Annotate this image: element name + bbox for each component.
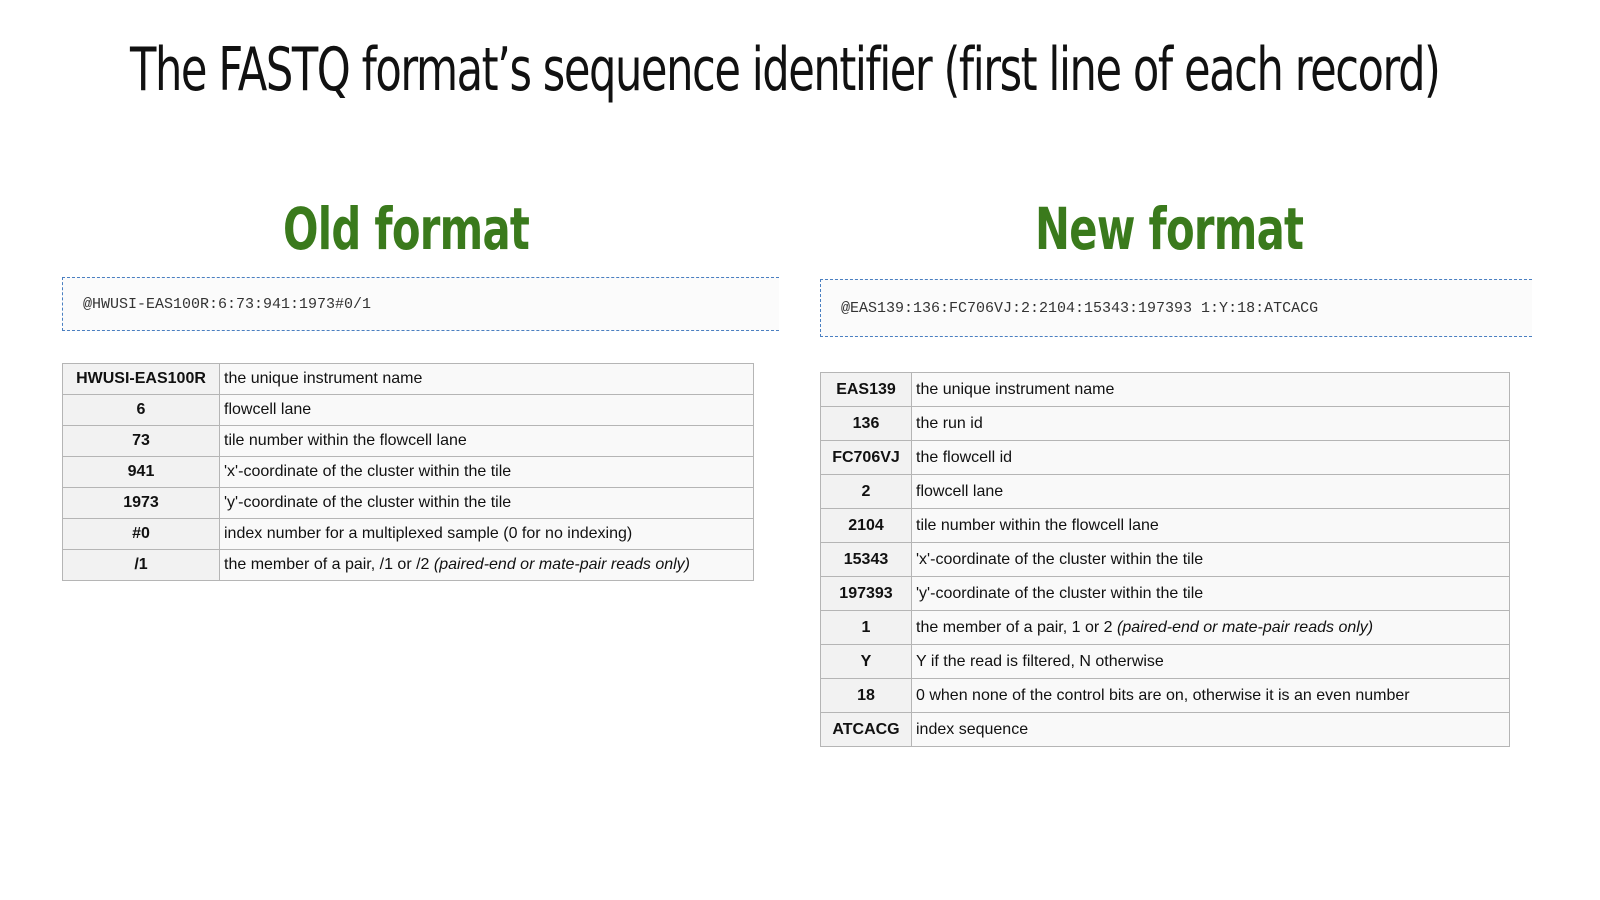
field-key: 73: [62, 425, 220, 457]
field-key: 136: [820, 406, 912, 441]
field-key: Y: [820, 644, 912, 679]
field-description: index sequence: [911, 712, 1510, 747]
field-description-text: the member of a pair, 1 or 2: [916, 618, 1117, 636]
field-description-text: tile number within the flowcell lane: [224, 432, 467, 449]
field-description: Y if the read is filtered, N otherwise: [911, 644, 1510, 679]
field-description-text: flowcell lane: [916, 482, 1004, 500]
field-description: 'y'-coordinate of the cluster within the…: [219, 487, 754, 519]
field-key: 2104: [820, 508, 912, 543]
field-description-text: flowcell lane: [224, 401, 312, 418]
field-description-text: the run id: [916, 414, 983, 432]
field-description-text: 'y'-coordinate of the cluster within the…: [224, 494, 512, 511]
field-description: flowcell lane: [911, 474, 1510, 509]
field-description-text: the unique instrument name: [224, 370, 423, 387]
field-key: 197393: [820, 576, 912, 611]
field-key: FC706VJ: [820, 440, 912, 475]
old-format-example: @HWUSI-EAS100R:6:73:941:1973#0/1: [62, 277, 779, 331]
field-description-text: 'x'-coordinate of the cluster within the…: [224, 463, 512, 480]
field-description: tile number within the flowcell lane: [911, 508, 1510, 543]
field-key: ATCACG: [820, 712, 912, 747]
field-description: the unique instrument name: [219, 363, 754, 395]
field-description-note: (paired-end or mate-pair reads only): [433, 556, 691, 573]
field-key: 6: [62, 394, 220, 426]
field-description-text: 0 when none of the control bits are on, …: [916, 686, 1410, 704]
field-key: #0: [62, 518, 220, 550]
field-key: 941: [62, 456, 220, 488]
field-description: the flowcell id: [911, 440, 1510, 475]
field-key: 18: [820, 678, 912, 713]
field-description-text: Y if the read is filtered, N otherwise: [916, 652, 1164, 670]
field-key: 2: [820, 474, 912, 509]
field-description-text: the member of a pair, /1 or /2: [224, 556, 434, 573]
field-key: 1: [820, 610, 912, 645]
field-description-note: (paired-end or mate-pair reads only): [1117, 618, 1374, 636]
field-description-text: 'y'-coordinate of the cluster within the…: [916, 584, 1204, 602]
field-description-text: index sequence: [916, 720, 1029, 738]
field-key: 15343: [820, 542, 912, 577]
table-row: 1973'y'-coordinate of the cluster within…: [62, 487, 754, 519]
field-description-text: index number for a multiplexed sample (0…: [224, 525, 633, 542]
field-description: flowcell lane: [219, 394, 754, 426]
field-description-text: tile number within the flowcell lane: [916, 516, 1159, 534]
field-description: the member of a pair, 1 or 2 (paired-end…: [911, 610, 1510, 645]
field-key: /1: [62, 549, 220, 581]
new-format-example: @EAS139:136:FC706VJ:2:2104:15343:197393 …: [820, 279, 1532, 337]
field-description-text: 'x'-coordinate of the cluster within the…: [916, 550, 1204, 568]
field-key: HWUSI-EAS100R: [62, 363, 220, 395]
field-description: the unique instrument name: [911, 372, 1510, 407]
field-description: 'x'-coordinate of the cluster within the…: [219, 456, 754, 488]
new-format-example-text: @EAS139:136:FC706VJ:2:2104:15343:197393 …: [841, 299, 1319, 317]
table-row: 15343'x'-coordinate of the cluster withi…: [820, 542, 1510, 577]
field-description-text: the unique instrument name: [916, 380, 1115, 398]
table-row: 197393'y'-coordinate of the cluster with…: [820, 576, 1510, 611]
field-description: tile number within the flowcell lane: [219, 425, 754, 457]
field-description: the member of a pair, /1 or /2 (paired-e…: [219, 549, 754, 581]
field-description-text: the flowcell id: [916, 448, 1013, 466]
old-format-example-text: @HWUSI-EAS100R:6:73:941:1973#0/1: [83, 295, 372, 313]
field-description: 'y'-coordinate of the cluster within the…: [911, 576, 1510, 611]
slide-title: The FASTQ format’s sequence identifier (…: [130, 35, 1441, 105]
field-description: index number for a multiplexed sample (0…: [219, 518, 754, 550]
field-key: 1973: [62, 487, 220, 519]
field-key: EAS139: [820, 372, 912, 407]
field-description: the run id: [911, 406, 1510, 441]
table-row: 941'x'-coordinate of the cluster within …: [62, 456, 754, 488]
old-format-heading: Old format: [283, 195, 530, 263]
field-description: 'x'-coordinate of the cluster within the…: [911, 542, 1510, 577]
new-format-heading: New format: [1035, 195, 1304, 263]
field-description: 0 when none of the control bits are on, …: [911, 678, 1510, 713]
